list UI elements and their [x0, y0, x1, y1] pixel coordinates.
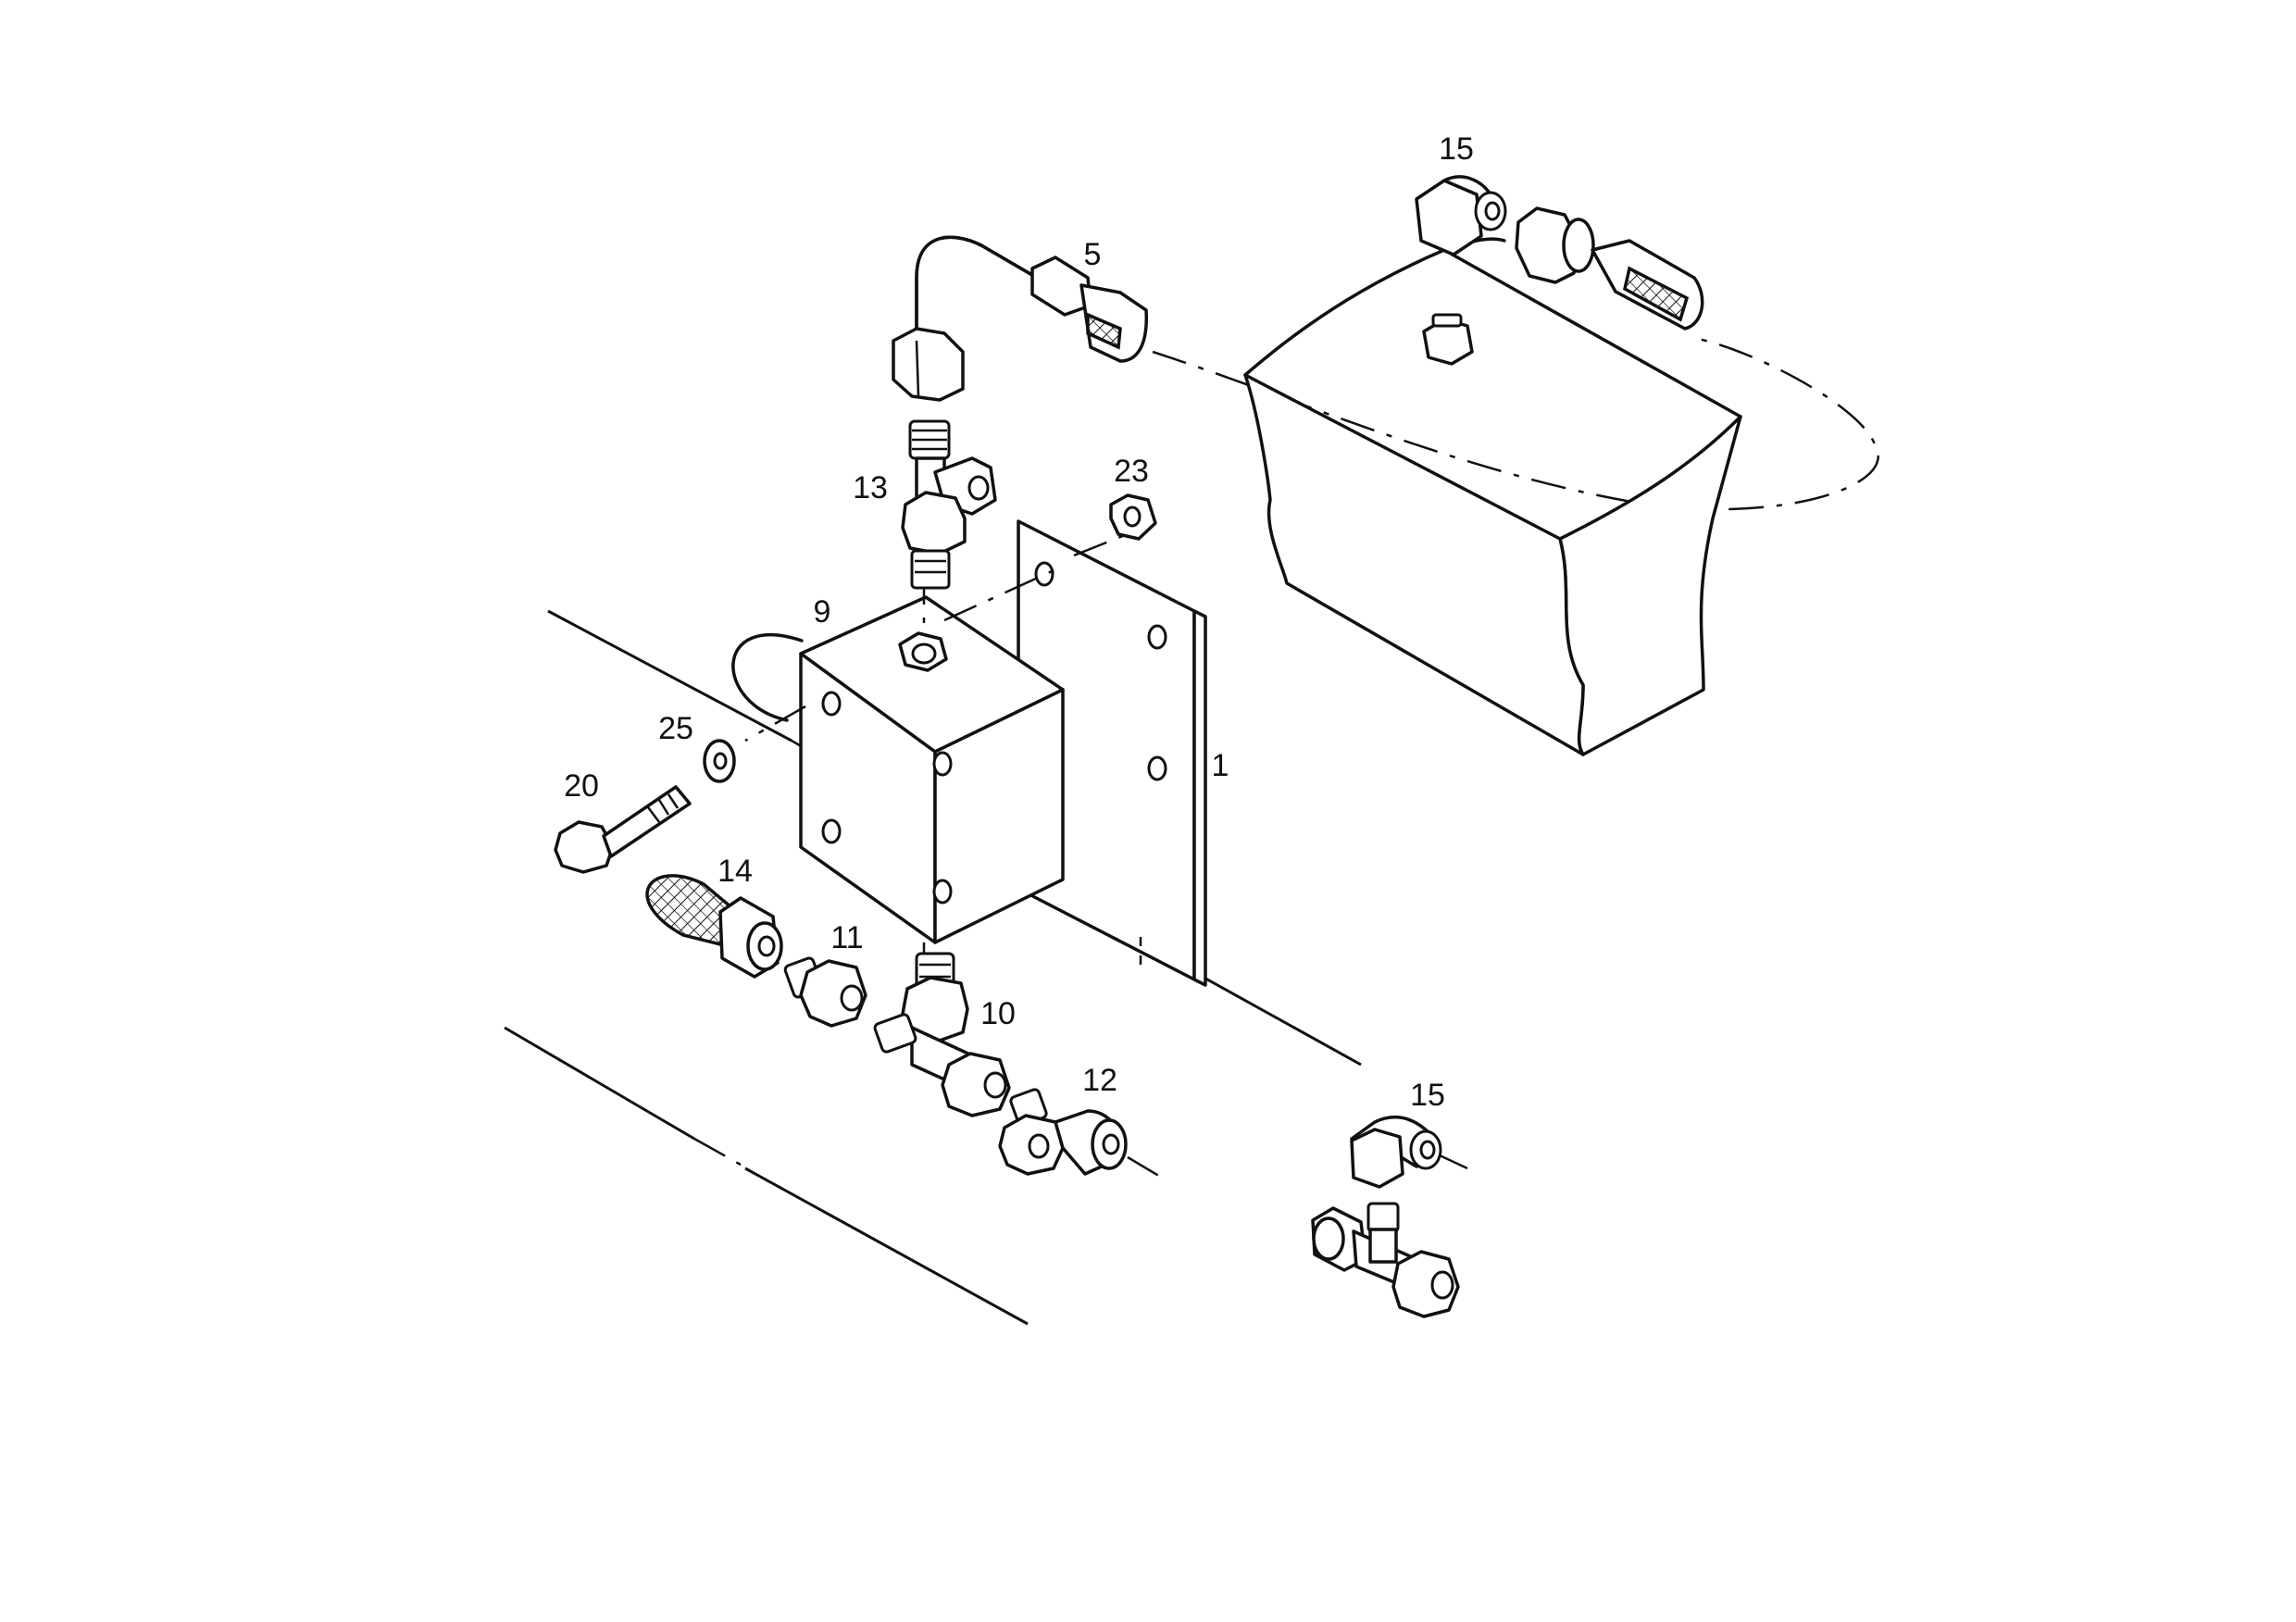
- callout-15-top: 15: [1439, 131, 1474, 167]
- hose-fitting-top: [1515, 206, 1704, 331]
- callout-5: 5: [1084, 237, 1102, 272]
- tee-fitting-13: [901, 419, 997, 590]
- tee-fitting-10: [873, 952, 1011, 1117]
- elbow-fitting-12: [998, 1088, 1163, 1179]
- hose-fitting-14: [645, 874, 783, 979]
- callout-15-bottom: 15: [1410, 1078, 1445, 1113]
- callout-11: 11: [830, 920, 863, 955]
- callout-20: 20: [564, 768, 599, 804]
- callout-9: 9: [814, 594, 831, 630]
- hydraulic-tank: [1243, 237, 1742, 756]
- callout-13: 13: [853, 470, 888, 505]
- callout-10: 10: [980, 996, 1016, 1031]
- callout-labels: 15 5 13 23 9 25 1 20 14 11 10 12 15: [564, 131, 1474, 1113]
- callout-25: 25: [658, 711, 693, 746]
- adapter-11: [783, 956, 867, 1028]
- elbow-fitting-top: [1415, 175, 1507, 256]
- callout-14: 14: [718, 854, 753, 889]
- valve-block: [731, 595, 1065, 944]
- callout-12: 12: [1082, 1063, 1117, 1098]
- callout-1: 1: [1212, 748, 1229, 783]
- pipe-assembly: [892, 235, 1148, 402]
- tee-fitting-bottom: [1311, 1202, 1460, 1318]
- nut-23: [1109, 493, 1157, 541]
- washer-25: [703, 739, 736, 783]
- elbow-fitting-bottom: [1350, 1115, 1468, 1189]
- bolt-20: [554, 785, 692, 874]
- callout-23: 23: [1114, 454, 1149, 489]
